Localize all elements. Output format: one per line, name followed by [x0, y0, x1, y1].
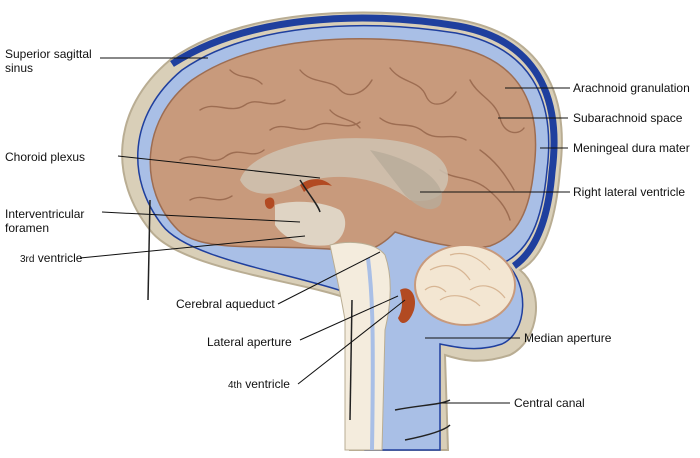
label-third-ventricle: 3rd ventricle [20, 251, 83, 265]
label-interventricular-foramen: Interventricular foramen [5, 207, 85, 235]
sagittal-sinus-band [170, 14, 558, 269]
lateral-ventricle-horn [370, 150, 442, 210]
cerebellum-folds [424, 252, 506, 307]
third-ventricle [275, 201, 346, 246]
label-median-aperture: Median aperture [524, 331, 612, 345]
brainstem [329, 242, 391, 451]
choroid-plexus-tissue [264, 179, 416, 324]
label-lateral-aperture: Lateral aperture [207, 335, 292, 349]
label-superior-sagittal-sinus: Superior sagittal sinus [5, 47, 92, 75]
lateral-ventricle [240, 138, 449, 202]
label-fourth-ventricle: 4th ventricle [228, 377, 290, 391]
label-central-canal: Central canal [514, 396, 585, 410]
cerebral-folds [179, 67, 525, 221]
cerebellum [414, 244, 516, 326]
label-right-lateral-ventricle: Right lateral ventricle [573, 185, 686, 199]
csf-flow-arrows [147, 179, 451, 441]
label-meningeal-dura-mater: Meningeal dura mater [573, 141, 690, 155]
label-arachnoid-granulation: Arachnoid granulation [573, 81, 690, 95]
label-choroid-plexus: Choroid plexus [5, 150, 86, 164]
central-canal-line [366, 257, 375, 451]
label-cerebral-aqueduct: Cerebral aqueduct [176, 297, 275, 311]
label-subarachnoid-space: Subarachnoid space [573, 111, 683, 125]
